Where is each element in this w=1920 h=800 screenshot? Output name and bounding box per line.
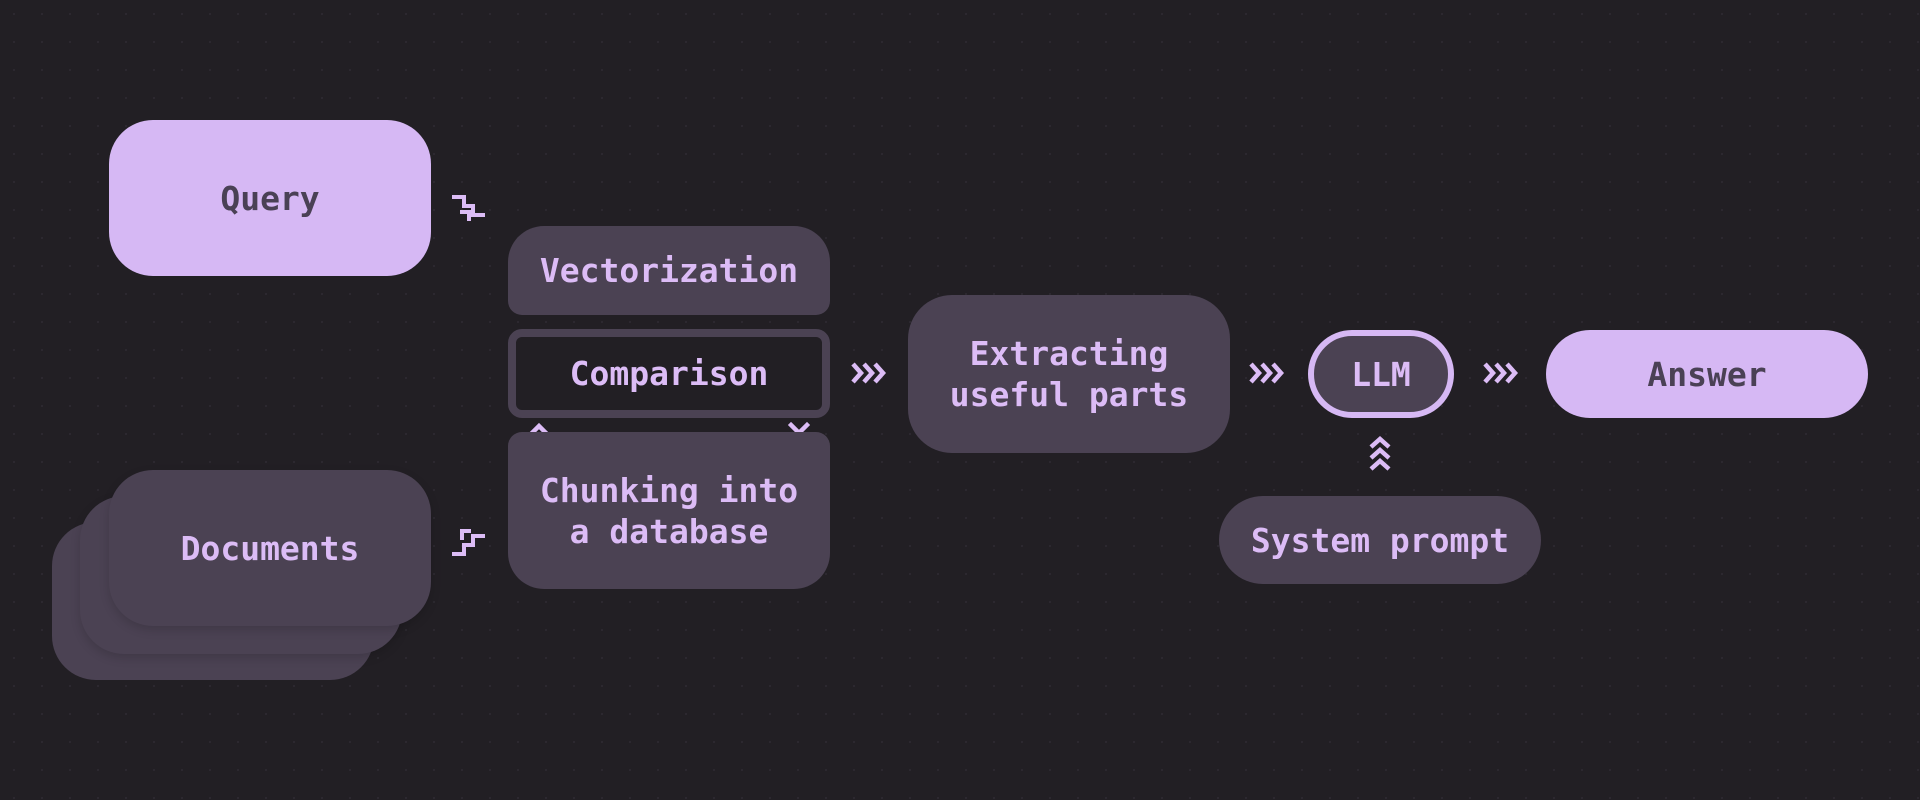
llm-label: LLM xyxy=(1351,354,1411,394)
vectorization-node: Vectorization xyxy=(508,226,830,315)
answer-label: Answer xyxy=(1647,354,1767,394)
query-label: Query xyxy=(220,178,320,218)
comparison-node: Comparison xyxy=(508,329,830,438)
stairs-down-icon xyxy=(452,192,486,226)
extracting-node: Extracting useful parts xyxy=(908,295,1230,453)
vectorization-label: Vectorization xyxy=(539,251,799,290)
documents-node: Documents xyxy=(109,470,431,626)
documents-label: Documents xyxy=(180,528,360,568)
answer-node: Answer xyxy=(1546,330,1868,418)
llm-node: LLM xyxy=(1308,330,1454,418)
chevron-up-icon xyxy=(527,365,551,447)
chunking-label: Chunking into a database xyxy=(539,470,799,551)
triple-chevron-right-icon xyxy=(850,360,888,386)
extracting-label: Extracting useful parts xyxy=(949,334,1189,414)
chunking-node: Chunking into a database xyxy=(508,432,830,589)
triple-chevron-right-icon xyxy=(1248,360,1286,386)
triple-chevron-right-icon xyxy=(1482,360,1520,386)
stairs-up-icon xyxy=(452,524,486,558)
comparison-label: Comparison xyxy=(569,354,769,393)
query-node: Query xyxy=(109,120,431,276)
system-prompt-label: System prompt xyxy=(1250,520,1510,560)
triple-chevron-up-icon xyxy=(1367,435,1393,474)
system-prompt-node: System prompt xyxy=(1219,496,1541,584)
